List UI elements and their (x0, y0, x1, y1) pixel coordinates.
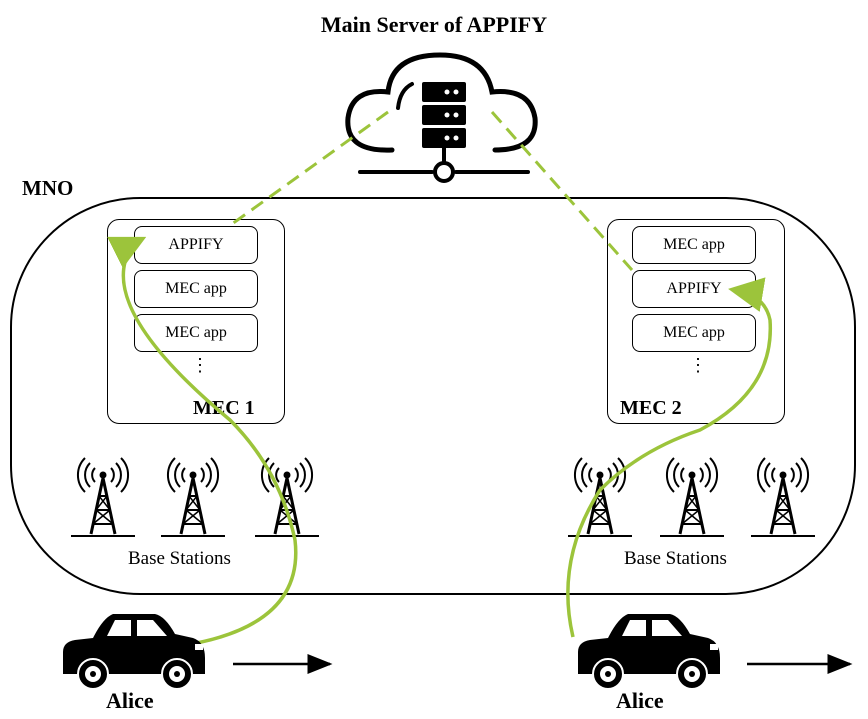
mno-label: MNO (22, 176, 74, 200)
mec-2-label: MEC 2 (620, 397, 682, 419)
mno-region (10, 197, 856, 595)
base-station-tower-icon (159, 456, 227, 538)
base-stations-label-left: Base Stations (128, 548, 231, 569)
cloud-server-icon (345, 52, 538, 183)
mec1-app-appify: APPIFY (134, 226, 258, 264)
car-icon (62, 613, 206, 690)
base-station-tower-icon (69, 456, 137, 538)
mec1-app-2: MEC app (134, 270, 258, 308)
mec-2-box: MEC app APPIFY MEC app ⋮ MEC 2 (607, 219, 785, 424)
base-station-tower-icon (253, 456, 321, 538)
dashed-link-mec2 (490, 111, 634, 271)
base-station-tower-icon (658, 456, 726, 538)
base-station-tower-icon (749, 456, 817, 538)
mec2-app-3: MEC app (632, 314, 756, 352)
green-link-right (566, 277, 773, 638)
user-label-left: Alice (106, 688, 154, 713)
dashed-link-mec1 (231, 110, 389, 226)
server-title: Main Server of APPIFY (320, 12, 548, 37)
base-stations-label-right: Base Stations (624, 548, 727, 569)
mec2-app-1: MEC app (632, 226, 756, 264)
user-label-right: Alice (616, 688, 664, 713)
green-link-left (107, 236, 298, 647)
car-icon (577, 613, 721, 690)
